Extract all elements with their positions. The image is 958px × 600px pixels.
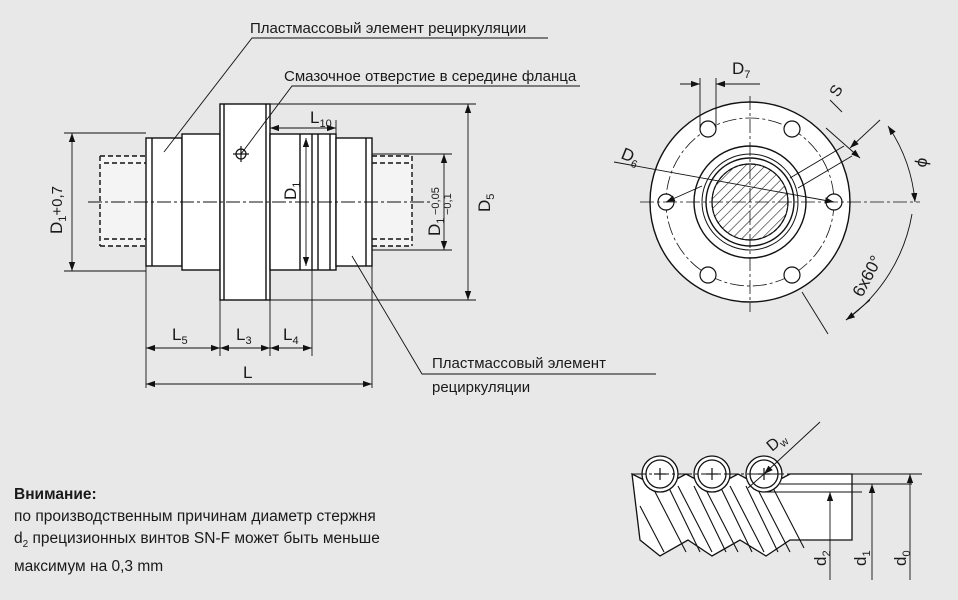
front-view (640, 96, 920, 312)
callout-recirc-bottom-1: Пластмассовый элемент (432, 355, 606, 372)
side-leaders (163, 37, 656, 375)
dim-l5: L5 (172, 325, 188, 347)
dim-d1: D1 (281, 182, 303, 200)
dim-l3: L3 (236, 325, 252, 347)
side-labels: Пластмассовый элемент рециркуляции Смазо… (47, 20, 606, 396)
thread-detail (631, 421, 924, 580)
dim-holes: 6x60° (849, 252, 886, 299)
dim-d7: D7 (732, 59, 750, 81)
dim-d0-small: d0 (891, 550, 913, 566)
note-line-3: максимум на 0,3 mm (14, 558, 164, 576)
front-dimensions (613, 78, 918, 335)
dim-l4: L4 (283, 325, 299, 347)
dim-d2-small: d2 (811, 550, 833, 566)
dim-d1-plus: D1+0,7 (47, 186, 69, 234)
dim-d1-small: d1 (851, 550, 873, 566)
dim-d1-tol-upper: −0,05 (430, 187, 442, 215)
dim-d5: D5 (475, 194, 497, 212)
note-heading: Внимание: (14, 486, 97, 503)
callout-lube-hole: Смазочное отверстие в середине фланца (284, 68, 577, 85)
dim-d1-tol-lower: −0,1 (442, 193, 454, 215)
note-line-1: по производственным причинам диаметр сте… (14, 508, 376, 525)
dim-s: S (827, 82, 847, 100)
dim-phi: ϕ (911, 156, 931, 169)
attention-note: Внимание: по производственным причинам д… (14, 484, 414, 578)
dim-l10: L10 (310, 108, 332, 130)
dim-l: L (243, 363, 252, 382)
dim-d6: D6 (617, 144, 642, 171)
callout-recirc-bottom-2: рециркуляции (432, 379, 530, 396)
callout-recirc-top: Пластмассовый элемент рециркуляции (250, 20, 526, 37)
dim-d1-tol: D1 (425, 218, 447, 236)
note-line-2: d2 прецизионных винтов SN-F может быть м… (14, 530, 380, 551)
side-dimensions (64, 103, 476, 388)
dim-dw: Dw (764, 429, 792, 457)
lube-bore (789, 145, 853, 189)
